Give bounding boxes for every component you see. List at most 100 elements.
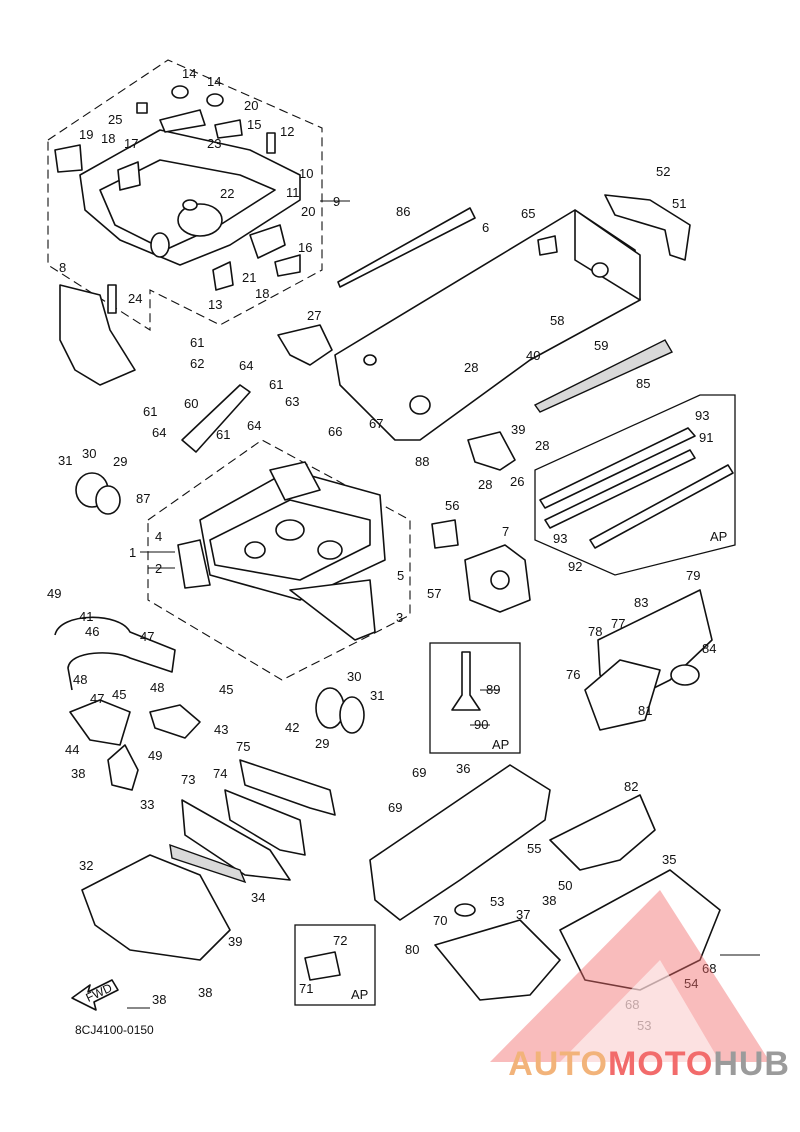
callout-87: 87 (136, 491, 150, 506)
watermark-part2: MOTO (607, 1045, 714, 1083)
callout-54: 54 (684, 976, 698, 991)
callout-48: 48 (150, 680, 164, 695)
callout-1: 1 (129, 545, 136, 560)
watermark-logo: AUTOMOTOHUB (508, 1045, 790, 1084)
callout-42: 42 (285, 720, 299, 735)
callout-8: 8 (59, 260, 66, 275)
callout-17: 17 (124, 136, 138, 151)
callout-59: 59 (594, 338, 608, 353)
callout-32: 32 (79, 858, 93, 873)
callout-49: 49 (148, 748, 162, 763)
callout-38: 38 (152, 992, 166, 1007)
callout-14: 14 (182, 66, 196, 81)
watermark-part1: AUTO (508, 1045, 608, 1083)
callout-78: 78 (588, 624, 602, 639)
callout-67: 67 (369, 416, 383, 431)
callout-51: 51 (672, 196, 686, 211)
callout-31: 31 (370, 688, 384, 703)
fwd-arrow (71, 979, 119, 1011)
callout-69: 69 (412, 765, 426, 780)
cover-75 (239, 759, 336, 816)
callout-84: 84 (702, 641, 716, 656)
callout-64: 64 (152, 425, 166, 440)
strip-set-91-92 (539, 427, 734, 549)
group-9-boundary (47, 59, 323, 332)
callout-91: 91 (699, 430, 713, 445)
bracket-56 (431, 519, 459, 549)
callout-15: 15 (247, 117, 261, 132)
callout-5: 5 (397, 568, 404, 583)
callout-31: 31 (58, 453, 72, 468)
bracket-8 (59, 284, 136, 386)
cover-74 (224, 789, 306, 856)
watermark-triangle (490, 890, 770, 1062)
bracket-26 (467, 431, 516, 471)
callout-76: 76 (566, 667, 580, 682)
callout-11: 11 (286, 185, 300, 200)
callout-39: 39 (511, 422, 525, 437)
callout-50: 50 (558, 878, 572, 893)
callout-27: 27 (307, 308, 321, 323)
callout-93: 93 (695, 408, 709, 423)
callout-18: 18 (255, 286, 269, 301)
callout-28: 28 (478, 477, 492, 492)
callout-68: 68 (702, 961, 716, 976)
callout-61: 61 (143, 404, 157, 419)
callout-82: 82 (624, 779, 638, 794)
callout-80: 80 (405, 942, 419, 957)
ap-label: AP (351, 987, 368, 1002)
callout-47: 47 (90, 691, 104, 706)
bracket-44 (69, 699, 131, 746)
callout-13: 13 (208, 297, 222, 312)
callout-88: 88 (415, 454, 429, 469)
bracket-7 (464, 544, 531, 613)
inner-panel-36 (369, 764, 551, 921)
callout-28: 28 (535, 438, 549, 453)
callout-70: 70 (433, 913, 447, 928)
callout-38: 38 (542, 893, 556, 908)
callout-79: 79 (686, 568, 700, 583)
callout-74: 74 (213, 766, 227, 781)
callout-46: 46 (85, 624, 99, 639)
callout-85: 85 (636, 376, 650, 391)
callout-92: 92 (568, 559, 582, 574)
callout-12: 12 (280, 124, 294, 139)
bracket-27 (277, 324, 333, 366)
callout-6: 6 (482, 220, 489, 235)
guard-pipe-41 (54, 616, 176, 691)
callout-37: 37 (516, 907, 530, 922)
callout-20: 20 (301, 204, 315, 219)
callout-44: 44 (65, 742, 79, 757)
callout-47: 47 (140, 629, 154, 644)
callout-23: 23 (207, 136, 221, 151)
callout-48: 48 (73, 672, 87, 687)
callout-3: 3 (396, 610, 403, 625)
bracket-51 (604, 194, 691, 261)
callout-93: 93 (553, 531, 567, 546)
trim-strip-86 (337, 207, 476, 288)
callout-9: 9 (333, 194, 340, 209)
callout-83: 83 (634, 595, 648, 610)
lower-cowl-32 (81, 854, 231, 961)
callout-90: 90 (474, 717, 488, 732)
ap-label: AP (710, 529, 727, 544)
callout-64: 64 (247, 418, 261, 433)
ap-label: AP (492, 737, 509, 752)
frame-cover-6 (334, 209, 641, 441)
inner-panel-82 (549, 794, 656, 871)
callout-77: 77 (611, 616, 625, 631)
inner-panel-35 (559, 869, 721, 991)
clip-71 (304, 951, 341, 981)
callout-14: 14 (207, 74, 221, 89)
watermark-part3: HUB (713, 1045, 790, 1083)
callout-75: 75 (236, 739, 250, 754)
callout-38: 38 (198, 985, 212, 1000)
trim-34 (169, 843, 247, 884)
side-cowling-79 (584, 589, 713, 731)
callout-29: 29 (315, 736, 329, 751)
callout-38: 38 (71, 766, 85, 781)
callout-64: 64 (239, 358, 253, 373)
callout-57: 57 (427, 586, 441, 601)
trim-strip-85 (533, 339, 673, 413)
